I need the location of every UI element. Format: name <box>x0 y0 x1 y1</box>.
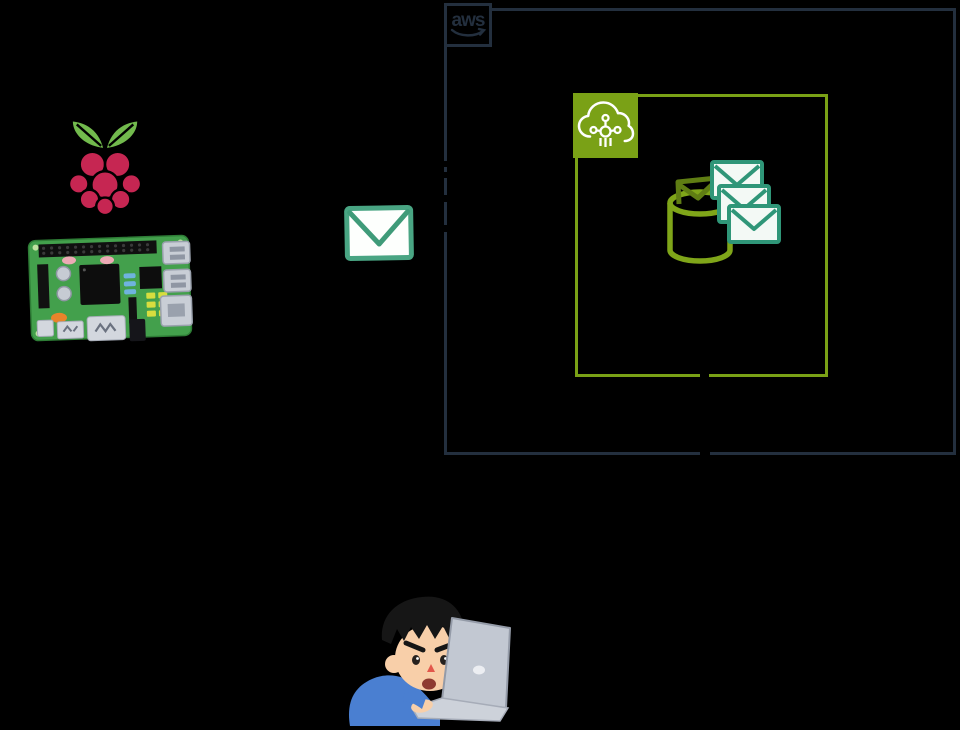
bottom-connectors <box>36 315 146 342</box>
usb-ports <box>159 240 193 327</box>
laptop <box>410 617 511 722</box>
arrow-crossing-gap <box>700 372 709 380</box>
raspberry-pi-logo <box>67 121 143 217</box>
mouth <box>422 678 436 690</box>
capacitor <box>56 285 72 302</box>
arrow-crossing-gap <box>442 195 450 202</box>
raspberry-berry <box>67 150 143 217</box>
arrow-crossing-gap <box>700 450 710 458</box>
display-connector <box>37 264 50 309</box>
power-port <box>129 318 146 342</box>
ram-chip <box>139 266 163 289</box>
message-store-icon <box>667 160 781 264</box>
arrow-crossing-gap <box>442 161 450 167</box>
hair <box>381 596 464 644</box>
nose <box>427 664 435 672</box>
sleeve <box>403 691 426 709</box>
mail-envelope-icon <box>344 205 414 262</box>
arrow-crossing-gap <box>442 172 450 178</box>
iot-core-glyph <box>577 101 635 147</box>
raspberry-leaves <box>72 121 138 148</box>
aws-logo: aws <box>444 3 492 47</box>
laptop-lid <box>441 617 511 709</box>
person-at-laptop <box>348 596 511 726</box>
envelope-stack-icon <box>710 160 781 244</box>
audio-jack <box>51 312 68 323</box>
laptop-base <box>410 697 510 722</box>
gpio-header <box>38 240 157 258</box>
laptop-logo <box>473 665 485 675</box>
pin-header <box>128 297 138 324</box>
aws-logo-text: aws <box>451 10 486 31</box>
smd-components <box>123 273 137 295</box>
soc-chip <box>79 263 121 305</box>
aws-smile-arrow-icon <box>450 27 487 37</box>
arrow-crossing-gap <box>442 225 450 232</box>
raspberry-pi-board <box>27 234 193 342</box>
capacitor <box>55 265 72 282</box>
aws-iot-core-icon <box>573 93 638 158</box>
